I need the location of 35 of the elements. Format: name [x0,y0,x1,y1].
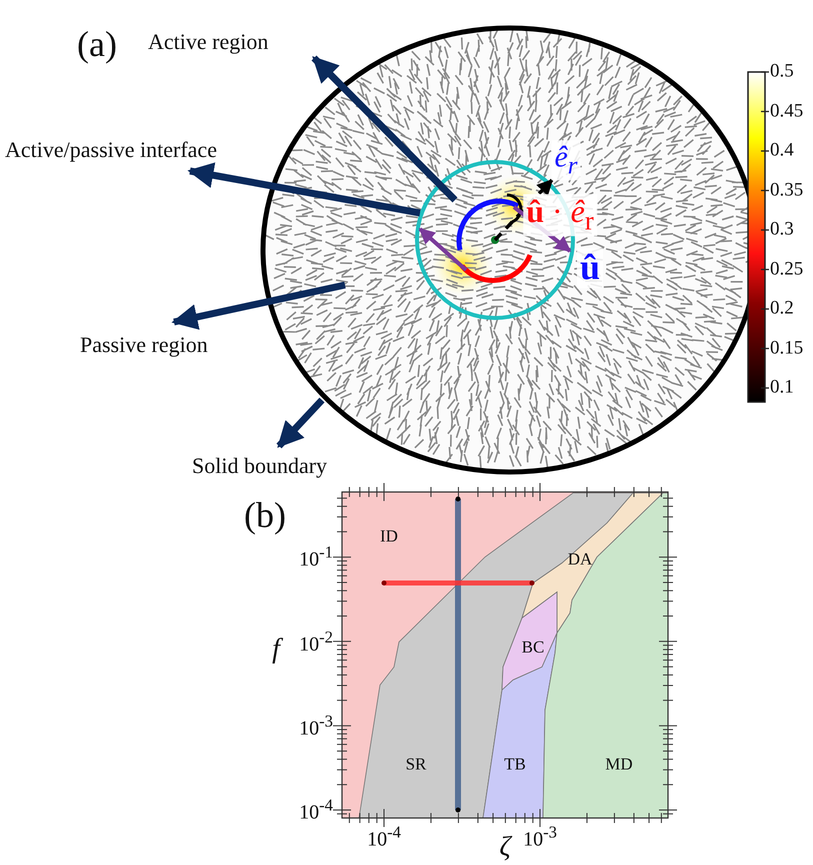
axis-tick-label: 10$^{-3}$ [299,712,333,740]
colorbar-tick-label: 0.4 [770,140,794,162]
axis-tick-label: 10$^{-2}$ [299,628,333,656]
axis-tick-label: 10$^{-1}$ [299,544,333,570]
region-label: Solid boundary [192,454,328,478]
phase-label: SR [406,756,426,774]
phase-label: TB [504,756,526,774]
phase-label: DA [568,550,592,570]
axis-label: ζ [499,832,511,864]
panel-label: (b) [244,496,286,536]
phase-label: ID [380,528,398,546]
region-label: Passive region [80,333,208,358]
axis-tick-label: 10$^{-4}$ [367,824,401,850]
math-label: ê$_{r}$ [551,140,581,180]
axis-tick-label: 10$^{-3}$ [523,824,557,850]
math-label: û [576,248,604,288]
phase-label: BC [522,638,544,658]
colorbar-tick-label: 0.25 [770,259,804,280]
colorbar-tick-label: 0.35 [770,180,804,201]
math-label: û · ê$_{r}$ [523,194,597,236]
colorbar-tick-label: 0.15 [770,338,804,359]
axis-tick-label: 10$^{-4}$ [299,796,333,824]
colorbar-tick-label: 0.2 [770,298,794,320]
colorbar-tick-label: 0.3 [770,220,794,240]
region-label: Active/passive interface [5,138,217,162]
colorbar-tick-label: 0.1 [770,378,794,398]
panel-label: (a) [77,25,117,65]
leader-arrow [312,56,458,202]
region-label: Active region [148,30,268,54]
leader-arrow [171,282,346,330]
colorbar-tick-label: 0.45 [770,101,804,122]
leader-arrow [276,398,325,448]
leader-arrow [187,162,421,216]
phase-label: MD [605,756,633,774]
colorbar-tick-label: 0.5 [770,62,794,82]
